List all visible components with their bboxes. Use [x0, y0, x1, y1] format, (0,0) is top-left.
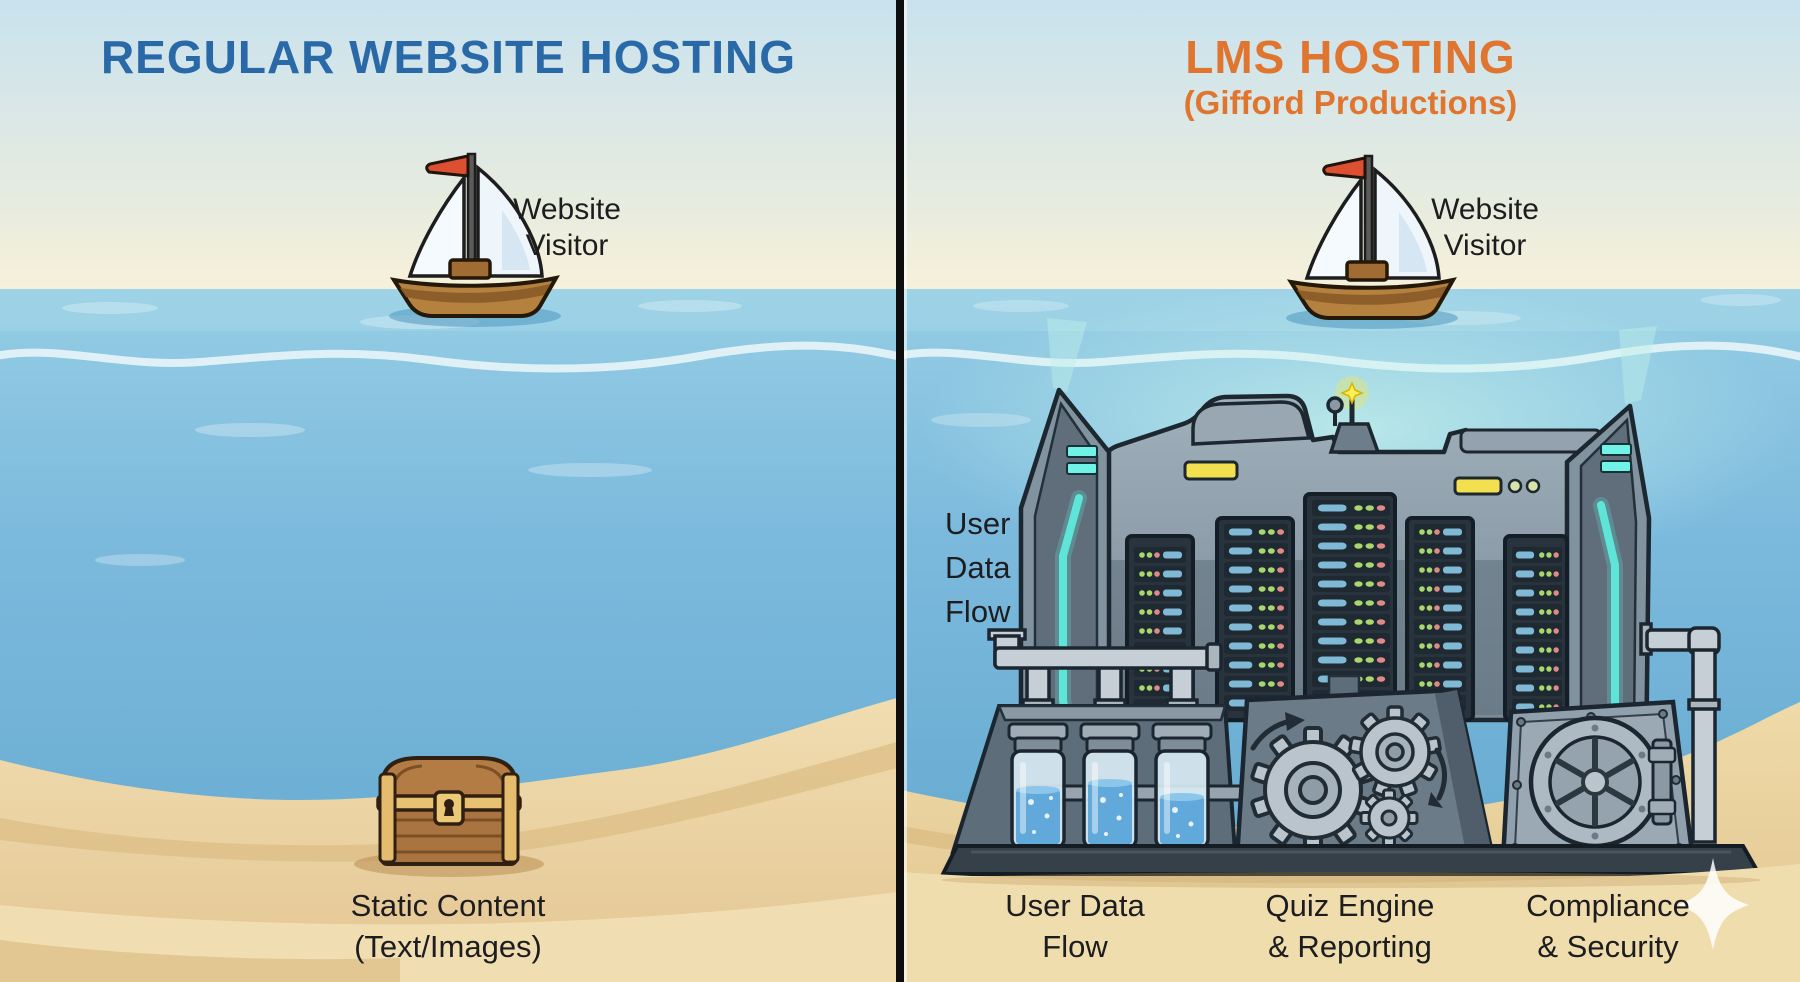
website-visitor-label-left: Website Visitor [513, 193, 621, 262]
cyan-indicator-bar [1600, 460, 1632, 473]
right-scene-illustration [901, 0, 1800, 982]
user-data-flow-label: User Data Flow [1005, 888, 1145, 964]
wave-line [0, 341, 897, 373]
cyan-indicator-bar [1066, 445, 1098, 458]
boat-cabin [448, 258, 492, 280]
light-beam-right [1619, 326, 1657, 404]
cyan-indicator-bar [1600, 443, 1632, 456]
red-flag-icon [425, 154, 470, 178]
cyan-indicator-bar [1066, 462, 1098, 475]
compliance-security-label: Compliance & Security [1526, 888, 1690, 964]
antenna-icon [1326, 376, 1381, 454]
test-tube-icon [1007, 722, 1069, 850]
user-data-flow-unit [950, 704, 1263, 854]
compliance-vault-unit [1500, 699, 1696, 863]
base-shadow [941, 872, 1761, 888]
test-tube-icon [1079, 722, 1141, 850]
jib-sail [407, 172, 466, 278]
foreground-sand [901, 864, 1800, 982]
sailboat-icon [1286, 154, 1458, 329]
red-flag-icon [1322, 156, 1367, 180]
sparkle-icon [1677, 858, 1749, 950]
boat-cabin [1345, 260, 1389, 282]
quiz-engine-unit [1234, 674, 1496, 861]
gear-icon [1359, 788, 1419, 848]
panel-divider-sheen [904, 0, 907, 982]
pipe-icon [1639, 622, 1721, 844]
left-scene-illustration [0, 0, 897, 982]
lms-server-machine [939, 376, 1763, 876]
static-content-label: Static Content (Text/Images) [350, 888, 546, 964]
sailboat-icon [389, 152, 561, 327]
machine-base [939, 844, 1763, 876]
left-panel-title: REGULAR WEBSITE HOSTING [100, 31, 797, 83]
panel-divider [896, 0, 904, 982]
indicator-dot [1507, 478, 1523, 494]
yellow-indicator-light [1183, 460, 1239, 481]
treasure-chest-icon [376, 756, 522, 866]
website-visitor-label-right: Website Visitor [1431, 193, 1539, 262]
housing-top-step [1191, 400, 1312, 446]
yellow-indicator-light [1453, 476, 1503, 496]
right-panel-subtitle: (Gifford Productions) [1183, 84, 1518, 121]
vault-wheel [1555, 737, 1635, 827]
antenna-light [1340, 381, 1364, 405]
keyhole-icon [444, 806, 454, 816]
quiz-engine-label: Quiz Engine & Reporting [1265, 888, 1435, 964]
rotation-arrow [1434, 747, 1447, 801]
gear-icon [1348, 705, 1442, 798]
vault-door-icon [1528, 715, 1662, 849]
gear-icon [1250, 726, 1376, 854]
test-tube-icon [1151, 722, 1213, 850]
jib-sail [1304, 174, 1363, 280]
light-beam-left [1047, 318, 1087, 392]
right-panel-title: LMS HOSTING [1185, 31, 1516, 83]
server-rack-icon [1215, 516, 1295, 722]
indicator-dot [1525, 478, 1541, 494]
water-reflections [62, 300, 742, 566]
user-data-flow-side-label: User Data Flow [945, 506, 1011, 630]
server-rack-icon [1503, 534, 1569, 722]
